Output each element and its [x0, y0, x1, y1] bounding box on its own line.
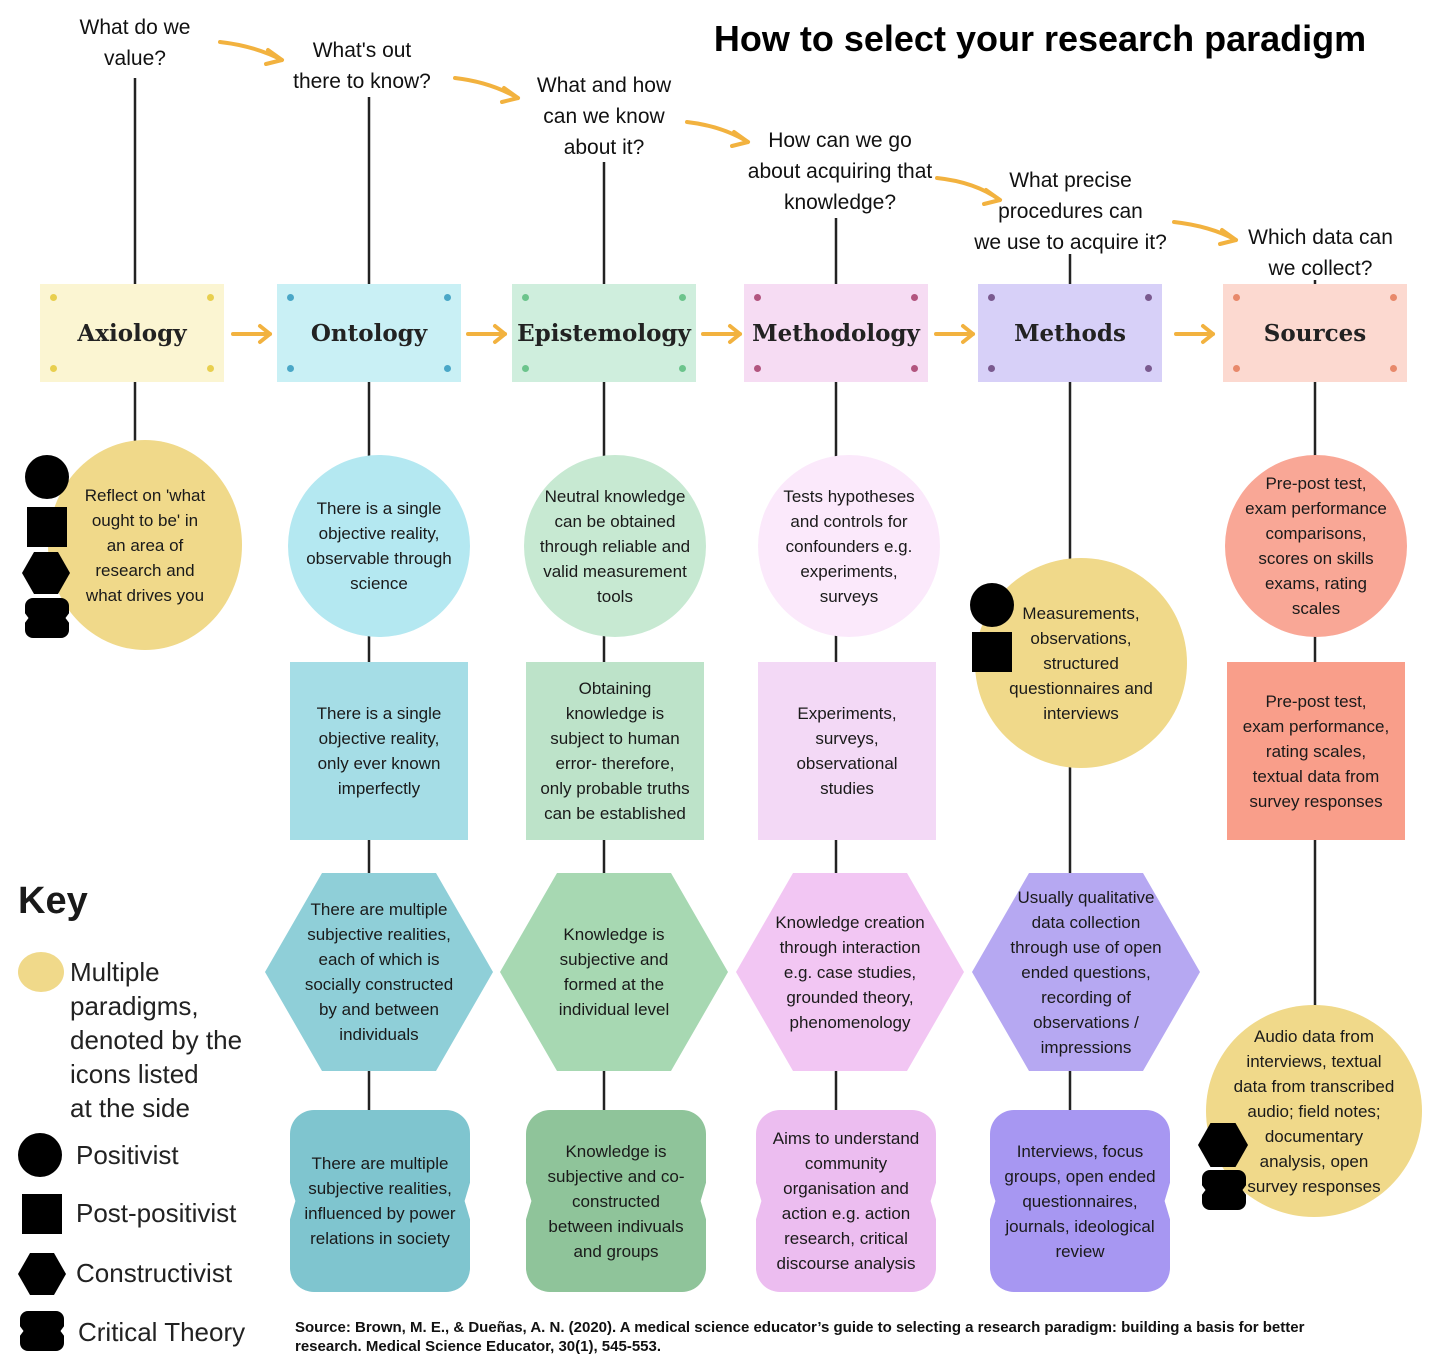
stage-label-methods: Methods: [1014, 319, 1126, 347]
key-critical-theory-label: Critical Theory: [78, 1317, 246, 1347]
question-ontology: What's out there to know?: [293, 39, 431, 93]
stage-sources: Sources: [1223, 284, 1407, 382]
methodology-positivist: Tests hypotheses and controls for confou…: [758, 455, 940, 637]
stage-label-axiology: Axiology: [77, 319, 187, 347]
epistemology-constructivist: Knowledge is subjective and formed at th…: [500, 873, 728, 1071]
stage-methods: Methods: [978, 284, 1162, 382]
ontology-post-positivist: There is a single objective reality, onl…: [290, 662, 468, 840]
sources-post-positivist: Pre-post test, exam performance, rating …: [1227, 662, 1405, 840]
key-positivist-label: Positivist: [76, 1140, 179, 1170]
positivist-icon: [18, 1133, 62, 1177]
stage-label-sources: Sources: [1263, 319, 1367, 347]
key-title: Key: [18, 880, 88, 922]
stage-epistemology: Epistemology: [512, 284, 696, 382]
constructivist-icon: [1198, 1123, 1248, 1167]
methods-critical-theory: Interviews, focus groups, open ended que…: [990, 1110, 1170, 1292]
post-positivist-icon: [972, 632, 1012, 672]
methodology-constructivist: Knowledge creation through interaction e…: [736, 873, 964, 1071]
stage-label-ontology: Ontology: [310, 319, 428, 347]
question-methods: What precise procedures can we use to ac…: [974, 169, 1167, 254]
ontology-positivist: There is a single objective reality, obs…: [288, 455, 470, 637]
critical-theory-icon: [25, 598, 69, 638]
methods-constructivist: Usually qualitative data collection thro…: [972, 873, 1200, 1071]
critical-theory-icon: [20, 1311, 64, 1351]
positivist-icon: [970, 583, 1014, 627]
epistemology-positivist: Neutral knowledge can be obtained throug…: [524, 455, 706, 637]
methodology-critical-theory: Aims to understand community organisatio…: [756, 1110, 936, 1292]
stage-label-epistemology: Epistemology: [517, 319, 691, 347]
question-sources: Which data can we collect?: [1248, 226, 1393, 280]
arrow-q2-q3: [453, 76, 520, 100]
key-constructivist-label: Constructivist: [76, 1258, 233, 1288]
methodology-post-positivist: Experiments, surveys, observational stud…: [758, 662, 936, 840]
key-post-positivist-label: Post-positivist: [76, 1198, 237, 1228]
key-multiple-swatch: [18, 952, 64, 992]
constructivist-icon: [18, 1253, 66, 1295]
stage-methodology: Methodology: [744, 284, 928, 382]
critical-theory-icon: [1202, 1170, 1246, 1210]
ontology-critical-theory: There are multiple subjective realities,…: [290, 1110, 470, 1292]
question-methodology: How can we go about acquiring that knowl…: [747, 129, 933, 214]
key-multiple-label: Multiple paradigms, denoted by the icons…: [70, 957, 243, 1123]
stage-axiology: Axiology: [40, 284, 224, 382]
ontology-constructivist: There are multiple subjective realities,…: [265, 873, 493, 1071]
question-axiology: What do we value?: [79, 16, 191, 70]
epistemology-critical-theory: Knowledge is subjective and co- construc…: [526, 1110, 706, 1292]
sources-positivist: Pre-post test, exam performance comparis…: [1225, 455, 1407, 637]
positivist-icon: [25, 455, 69, 499]
question-epistemology: What and how can we know about it?: [536, 74, 672, 159]
stage-ontology: Ontology: [277, 284, 461, 382]
stage-label-methodology: Methodology: [752, 319, 920, 347]
constructivist-icon: [22, 552, 70, 594]
post-positivist-icon: [22, 1194, 62, 1234]
post-positivist-icon: [27, 507, 67, 547]
page-title: How to select your research paradigm: [713, 18, 1367, 59]
epistemology-post-positivist: Obtaining knowledge is subject to human …: [526, 662, 704, 840]
source-citation: Source: Brown, M. E., & Dueñas, A. N. (2…: [295, 1319, 1305, 1355]
axiology-multiple-blob: Reflect on 'what ought to be' in an area…: [48, 440, 242, 650]
